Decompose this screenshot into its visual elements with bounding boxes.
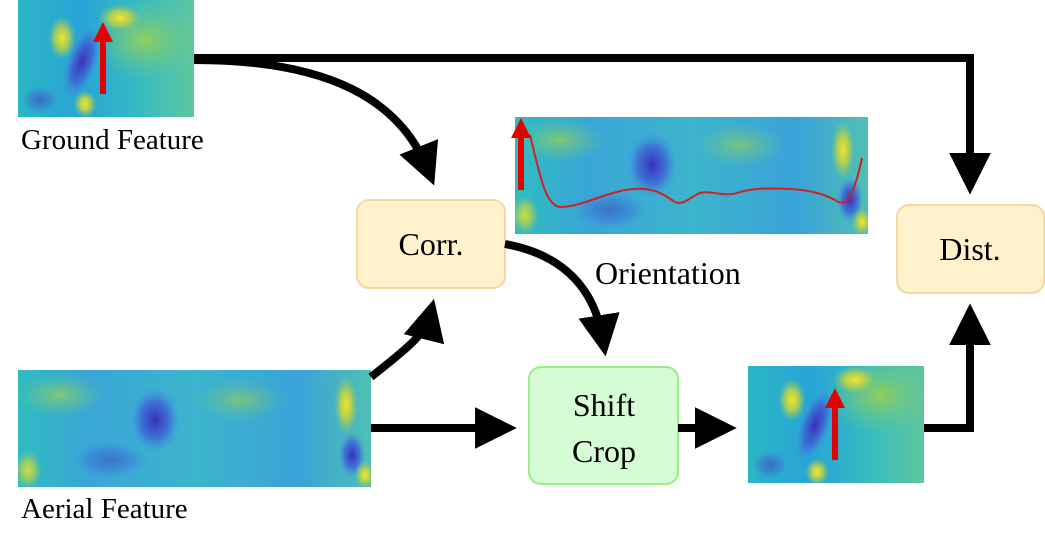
dist-label: Dist. (939, 231, 1000, 267)
arrow-cropped-to-dist (924, 303, 991, 432)
orientation-marker (511, 118, 531, 190)
orientation-label: Orientation (595, 255, 741, 291)
cropped-orientation-marker (825, 388, 845, 460)
ground-feature-map (18, 0, 194, 117)
corr-label: Corr. (399, 226, 464, 262)
aerial-feature-map (18, 370, 371, 487)
arrow-aerial-to-corr (368, 298, 445, 381)
ground-feature-label: Ground Feature (21, 124, 204, 156)
ground-orientation-marker (93, 22, 113, 94)
aerial-feature-label: Aerial Feature (21, 493, 188, 525)
shift-label: Shift (573, 387, 635, 423)
arrow-ground-to-dist (194, 54, 991, 195)
cropped-feature-map (748, 366, 924, 483)
shift-crop-node: Shift Crop (528, 366, 679, 485)
corr-node: Corr. (356, 199, 506, 289)
arrow-corr-to-shiftcrop (504, 240, 620, 357)
orientation-map (515, 117, 868, 234)
arrow-ground-to-corr (193, 56, 439, 186)
crop-label: Crop (572, 433, 636, 469)
orientation-score-curve (529, 134, 863, 209)
dist-node: Dist. (896, 204, 1045, 294)
